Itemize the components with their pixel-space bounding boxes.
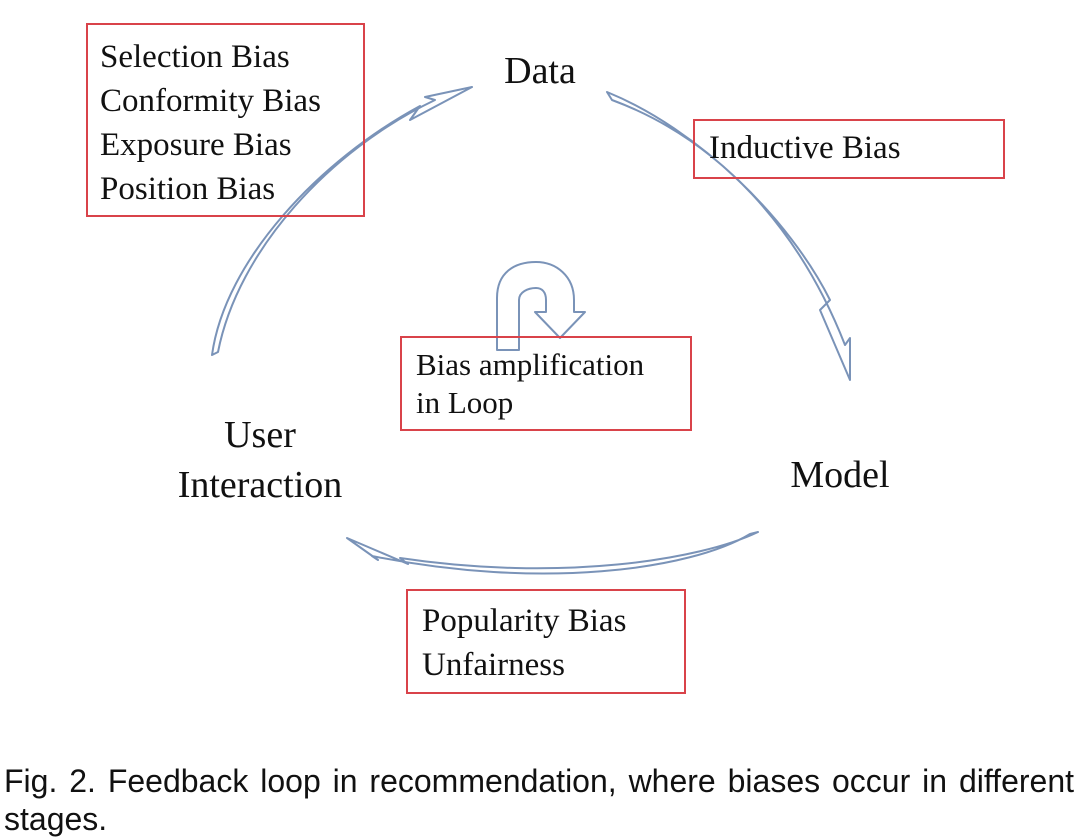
node-user-interaction-line: User	[224, 414, 296, 456]
model-stage-bias-box: Inductive Bias	[693, 119, 1005, 179]
node-data: Data	[504, 50, 576, 92]
curved-arrow-icon	[211, 86, 473, 356]
bias-label: Unfairness	[422, 647, 565, 683]
bias-label: Inductive Bias	[709, 130, 901, 166]
u-turn-arrow-icon	[496, 261, 586, 351]
user-stage-bias-box: Popularity Bias Unfairness	[406, 589, 686, 694]
curved-arrow-icon	[346, 531, 759, 575]
bias-label: Conformity Bias	[100, 83, 321, 119]
node-user-interaction-line: Interaction	[177, 464, 343, 506]
curved-arrow-icon	[606, 91, 851, 381]
bias-label: Selection Bias	[100, 39, 290, 75]
bias-label: Popularity Bias	[422, 603, 627, 639]
bias-label: Bias amplification	[416, 347, 645, 382]
bias-label: Exposure Bias	[100, 127, 292, 163]
data-stage-bias-box: Selection Bias Conformity Bias Exposure …	[86, 23, 365, 217]
bias-label: Position Bias	[100, 171, 276, 207]
node-user-interaction: User Interaction	[160, 410, 360, 510]
loop-bias-box: Bias amplification in Loop	[400, 336, 692, 431]
bias-label: in Loop	[416, 385, 514, 420]
figure-caption: Fig. 2. Feedback loop in recommendation,…	[4, 763, 1074, 837]
node-model: Model	[790, 454, 890, 496]
